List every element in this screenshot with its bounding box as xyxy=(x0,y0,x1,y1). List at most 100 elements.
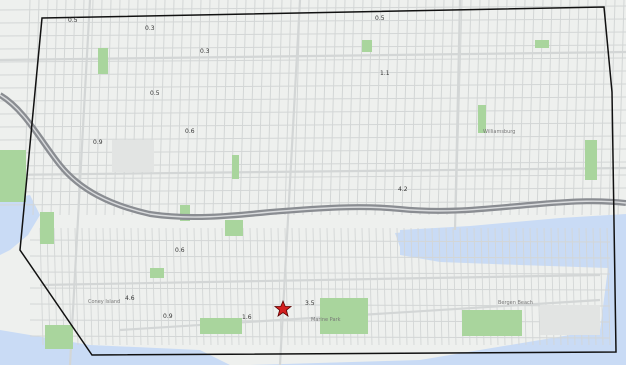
place-label: Williamsburg xyxy=(483,129,515,135)
park xyxy=(45,325,73,349)
street xyxy=(392,0,400,216)
price-label[interactable]: 0.9 xyxy=(93,139,103,146)
price-label[interactable]: 4.6 xyxy=(125,295,135,302)
price-label[interactable]: 0.5 xyxy=(375,15,385,22)
street xyxy=(113,0,121,216)
street xyxy=(500,0,508,216)
price-label[interactable]: 0.3 xyxy=(200,48,210,55)
park xyxy=(98,48,108,74)
street xyxy=(109,227,114,346)
street xyxy=(0,96,626,102)
street xyxy=(29,287,611,291)
street xyxy=(0,122,626,128)
street xyxy=(606,227,611,346)
park xyxy=(320,298,368,334)
street xyxy=(88,227,93,346)
park xyxy=(462,310,522,336)
street xyxy=(266,0,274,216)
street xyxy=(270,227,275,346)
price-label[interactable]: 4.2 xyxy=(398,186,408,193)
street xyxy=(312,227,317,346)
street xyxy=(347,0,355,216)
street xyxy=(453,0,462,231)
street xyxy=(536,0,544,216)
street xyxy=(536,227,541,346)
street xyxy=(0,166,626,177)
street xyxy=(419,0,427,216)
street xyxy=(338,0,346,216)
street xyxy=(291,227,296,346)
street xyxy=(509,0,517,216)
street xyxy=(165,227,170,346)
street xyxy=(39,273,601,287)
street xyxy=(382,227,387,346)
street xyxy=(277,227,282,346)
street xyxy=(446,0,454,216)
price-label[interactable]: 0.6 xyxy=(185,128,195,135)
street xyxy=(356,0,364,216)
street xyxy=(122,0,130,216)
street xyxy=(29,271,611,275)
street xyxy=(464,0,472,216)
price-label[interactable]: 1.6 xyxy=(242,314,252,321)
street xyxy=(131,0,139,216)
street xyxy=(176,0,184,216)
street xyxy=(263,227,268,346)
street xyxy=(158,0,166,216)
street xyxy=(140,0,148,216)
street xyxy=(39,227,44,346)
street xyxy=(0,135,626,141)
park xyxy=(362,40,372,52)
price-label[interactable]: 0.6 xyxy=(175,247,185,254)
price-label[interactable]: 1.1 xyxy=(380,70,390,77)
street xyxy=(256,227,261,346)
street xyxy=(452,227,457,346)
street xyxy=(249,227,254,346)
park xyxy=(180,205,190,221)
street xyxy=(554,0,562,216)
street xyxy=(599,0,607,216)
street xyxy=(410,0,418,216)
street xyxy=(437,0,445,216)
park xyxy=(232,155,239,179)
street xyxy=(545,0,553,216)
street xyxy=(375,227,380,346)
street xyxy=(617,0,625,216)
street xyxy=(320,0,328,216)
price-label[interactable]: 0.3 xyxy=(145,25,155,32)
bay-water xyxy=(250,214,626,365)
price-label[interactable]: 0.5 xyxy=(68,17,78,24)
street xyxy=(302,0,310,216)
street xyxy=(0,70,626,76)
street xyxy=(137,227,142,346)
street xyxy=(230,0,238,216)
street xyxy=(383,0,391,216)
street xyxy=(305,227,310,346)
street xyxy=(438,227,443,346)
park xyxy=(535,40,549,48)
street xyxy=(158,227,163,346)
location-marker[interactable] xyxy=(273,299,293,317)
street xyxy=(0,174,626,180)
street xyxy=(29,239,611,243)
street xyxy=(417,227,422,346)
street xyxy=(95,227,100,346)
street xyxy=(0,83,626,89)
street xyxy=(298,227,303,346)
street xyxy=(599,227,604,346)
price-label[interactable]: 3.5 xyxy=(305,300,315,307)
street xyxy=(116,227,121,346)
price-label[interactable]: 0.9 xyxy=(163,313,173,320)
street xyxy=(194,0,202,216)
place-label: Coney Island xyxy=(88,299,120,305)
service-area-boundary xyxy=(19,6,617,356)
park xyxy=(585,140,597,180)
street xyxy=(248,0,256,216)
place-labels: Williamsburg Coney Island Marine Park Be… xyxy=(88,129,533,323)
street xyxy=(491,0,499,216)
price-label[interactable]: 0.5 xyxy=(150,90,160,97)
creek-water xyxy=(0,195,40,255)
street xyxy=(396,227,401,346)
